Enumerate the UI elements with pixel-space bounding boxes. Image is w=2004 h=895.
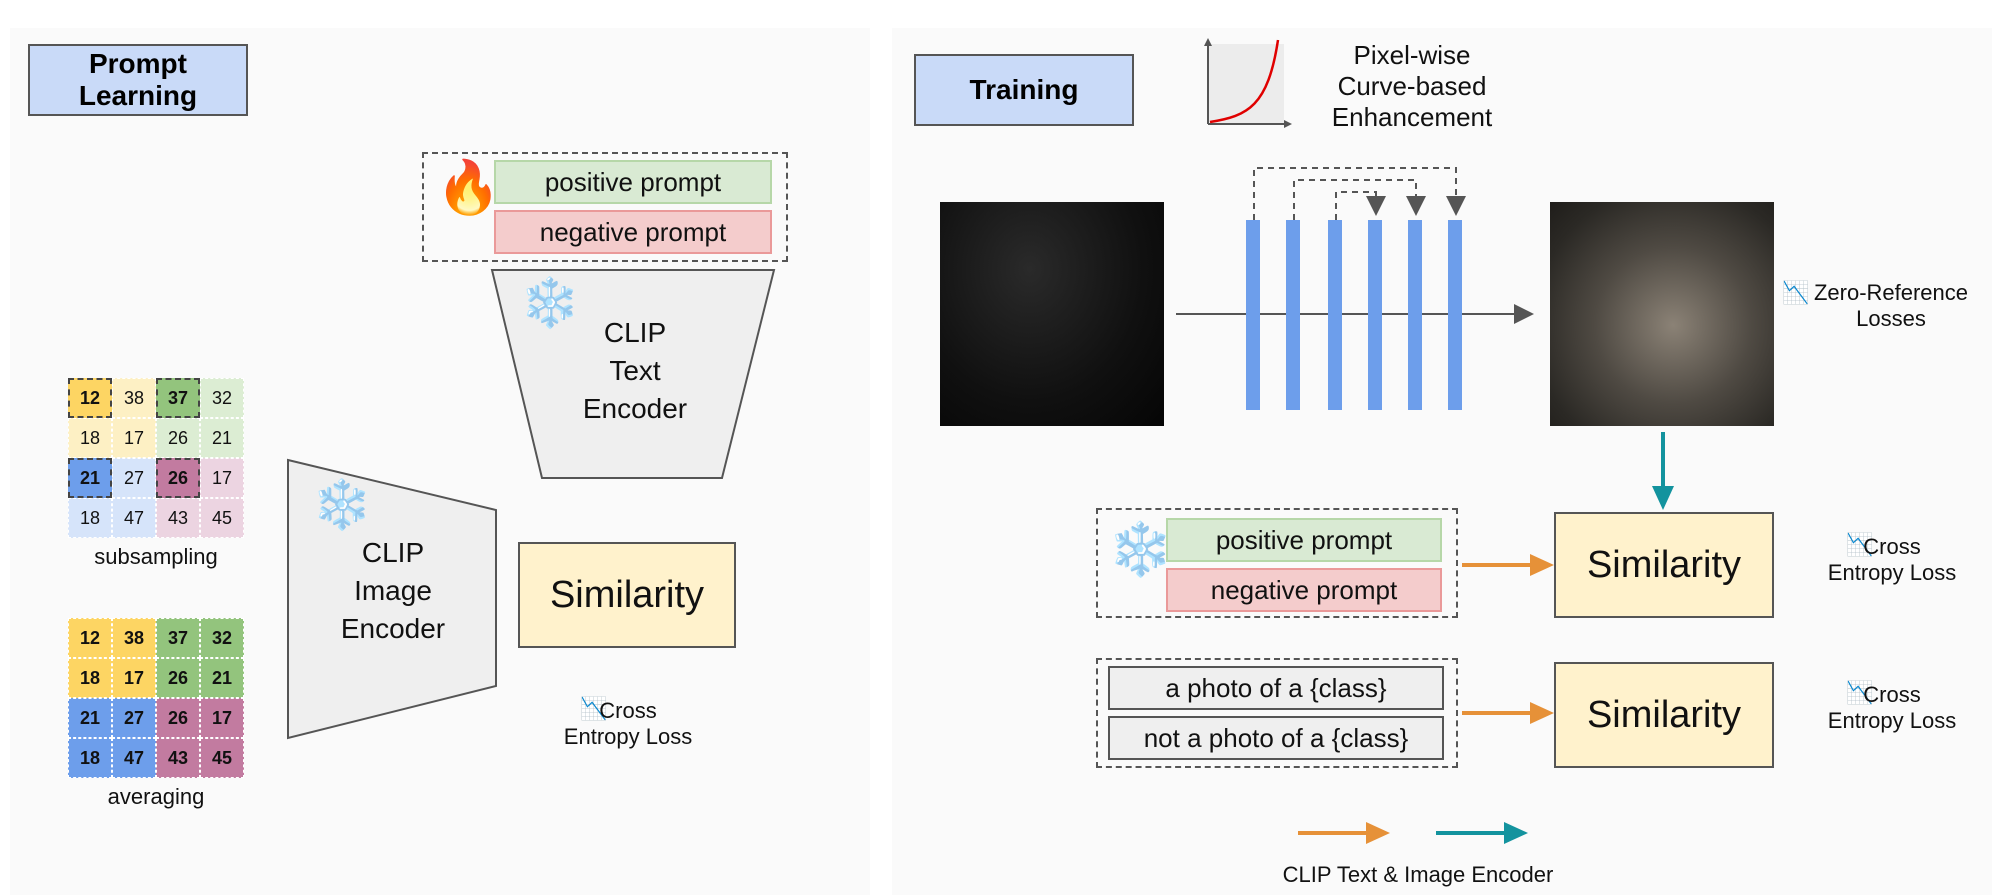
grid-cell: 26 [156, 418, 200, 458]
grid-cell: 26 [156, 658, 200, 698]
orange-arrow [1462, 554, 1554, 576]
grid-cell: 17 [112, 418, 156, 458]
low-light-input-image [940, 202, 1164, 426]
grid-cell: 26 [156, 458, 200, 498]
grid-cell: 17 [112, 658, 156, 698]
network-layer [1408, 220, 1422, 410]
negative-prompt: negative prompt [494, 210, 772, 254]
class-prompt-negative: not a photo of a {class} [1108, 716, 1444, 760]
loss-chart-icon: 📉 [1782, 280, 1810, 305]
similarity-box-1: Similarity [1554, 512, 1774, 618]
grid-cell: 37 [156, 378, 200, 418]
grid-cell: 26 [156, 698, 200, 738]
clip-text-encoder-label: CLIP Text Encoder [582, 317, 688, 424]
network-layer [1328, 220, 1342, 410]
legend-teal-arrow [1436, 822, 1528, 844]
enhanced-output-image [1550, 202, 1774, 426]
similarity-box-2: Similarity [1554, 662, 1774, 768]
loss-chart-icon: 📉 [1846, 532, 1874, 557]
snowflake-icon: ❄️ [1108, 521, 1173, 579]
averaging-label: averaging [107, 784, 205, 809]
grid-cell: 18 [68, 738, 112, 778]
snowflake-icon: ❄️ [520, 277, 580, 330]
training-title: Training [914, 54, 1134, 126]
snowflake-icon: ❄️ [312, 479, 372, 532]
grid-cell: 21 [200, 418, 244, 458]
network-layer [1448, 220, 1462, 410]
network-layer [1368, 220, 1382, 410]
grid-cell: 45 [200, 498, 244, 538]
cross-entropy-loss-label-1: Cross Entropy Loss [1827, 534, 1957, 586]
grid-cell: 21 [68, 458, 112, 498]
negative-prompt: negative prompt [1166, 568, 1442, 612]
class-prompts-group [1096, 658, 1458, 768]
learnable-prompts-group [422, 152, 788, 262]
grid-cell: 27 [112, 458, 156, 498]
clip-text-encoder-shape [490, 269, 776, 479]
positive-prompt: positive prompt [494, 160, 772, 204]
orange-arrow [1462, 702, 1554, 724]
clip-image-encoder-label: CLIP Image Encoder [340, 537, 446, 644]
fire-icon: 🔥 [436, 159, 501, 217]
grid-cell: 47 [112, 498, 156, 538]
curve-enhancement-label: Pixel-wise Curve-based Enhancement [1331, 40, 1493, 133]
enhancement-network [1176, 167, 1534, 410]
network-layer [1286, 220, 1300, 410]
grid-cell: 37 [156, 618, 200, 658]
grid-cell: 21 [200, 658, 244, 698]
grid-cell: 45 [200, 738, 244, 778]
cross-entropy-loss-label-2: Cross Entropy Loss [1827, 682, 1957, 734]
loss-chart-icon: 📉 [580, 696, 608, 721]
subsampling-label: subsampling [94, 544, 218, 569]
grid-cell: 38 [112, 618, 156, 658]
grid-cell: 17 [200, 458, 244, 498]
grid-cell: 18 [68, 418, 112, 458]
grid-cell: 12 [68, 618, 112, 658]
class-prompt-positive: a photo of a {class} [1108, 666, 1444, 710]
grid-cell: 18 [68, 498, 112, 538]
clip-image-encoder-shape [287, 458, 497, 740]
legend-label: CLIP Text & Image Encoder [1282, 862, 1554, 887]
frozen-prompts-group [1096, 508, 1458, 618]
loss-chart-icon: 📉 [1846, 680, 1874, 705]
enhancement-curve-icon [1204, 38, 1292, 128]
positive-prompt: positive prompt [1166, 518, 1442, 562]
grid-cell: 21 [68, 698, 112, 738]
similarity-box: Similarity [518, 542, 736, 648]
grid-cell: 38 [112, 378, 156, 418]
grid-cell: 47 [112, 738, 156, 778]
grid-cell: 18 [68, 658, 112, 698]
network-layer [1246, 220, 1260, 410]
prompt-learning-title: Prompt Learning [28, 44, 248, 116]
teal-arrow-down [1652, 432, 1674, 510]
grid-cell: 32 [200, 618, 244, 658]
grid-cell: 43 [156, 738, 200, 778]
grid-cell: 43 [156, 498, 200, 538]
averaging-grid: 12 38 37 32 18 17 26 21 21 27 26 17 18 4… [68, 618, 244, 778]
cross-entropy-loss-label: Cross Entropy Loss [563, 698, 693, 750]
grid-cell: 12 [68, 378, 112, 418]
grid-cell: 32 [200, 378, 244, 418]
grid-cell: 17 [200, 698, 244, 738]
legend-orange-arrow [1298, 822, 1390, 844]
grid-cell: 27 [112, 698, 156, 738]
zero-reference-losses-label: Zero-Reference Losses [1813, 280, 1969, 332]
subsampling-grid: 12 38 37 32 18 17 26 21 21 27 26 17 18 4… [68, 378, 244, 538]
